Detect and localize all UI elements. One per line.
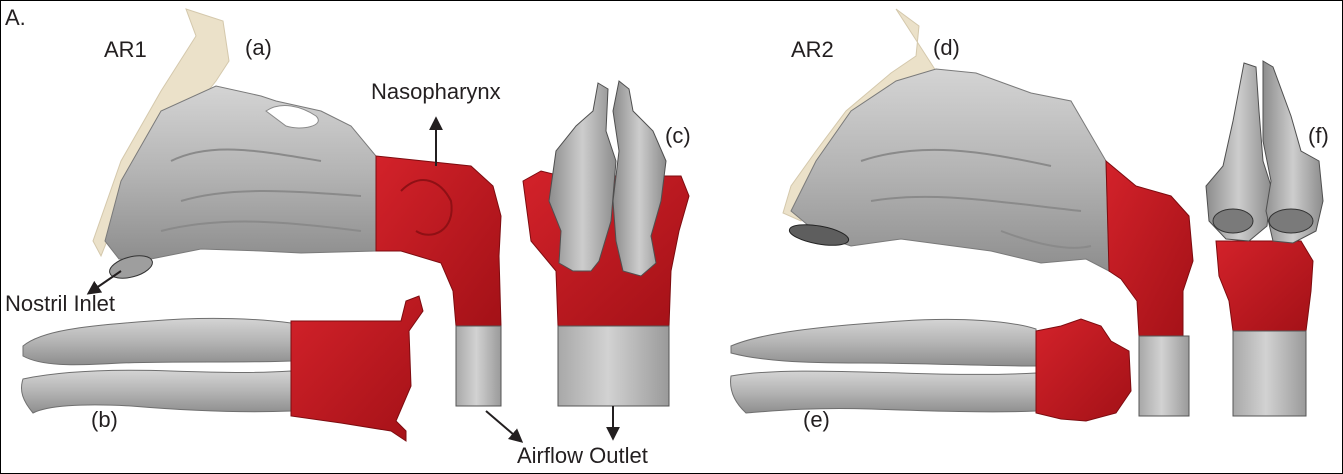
subpanel-label-a: (a) — [245, 37, 272, 59]
group-label-ar1: AR1 — [104, 39, 147, 61]
ar2-frontal-outlet — [1233, 331, 1306, 416]
ar1-axial-nasopharynx — [291, 296, 423, 441]
ar2-axial-upper — [731, 319, 1036, 366]
group-label-ar2: AR2 — [791, 39, 834, 61]
nostril-inlet-arrow — [89, 271, 121, 293]
ar2-outlet-cylinder — [1139, 336, 1189, 416]
ar1-outlet-cylinder — [456, 326, 501, 406]
ar1-nasopharynx — [376, 156, 501, 326]
ar2-frontal-nasopharynx — [1216, 241, 1313, 331]
ar2-nasopharynx — [1106, 161, 1193, 336]
ar1-axial-lower — [21, 370, 291, 413]
subpanel-label-b: (b) — [91, 409, 118, 431]
ar2-axial-lower — [731, 371, 1036, 413]
ar1-frontal-outlet — [558, 326, 669, 406]
subpanel-label-e: (e) — [803, 409, 830, 431]
airflow-outlet-label: Airflow Outlet — [517, 445, 648, 467]
ar2-axial-nasopharynx — [1036, 319, 1131, 421]
ar1-axial-model — [21, 296, 423, 441]
subpanel-label-f: (f) — [1308, 125, 1329, 147]
nasopharynx-label: Nasopharynx — [371, 81, 501, 103]
outlet-arrow-1 — [486, 411, 521, 441]
nostril-inlet-label: Nostril Inlet — [5, 293, 115, 315]
subpanel-label-d: (d) — [933, 37, 960, 59]
ar2-axial-model — [731, 319, 1131, 421]
ar1-nasal-cavity — [105, 86, 376, 259]
ar2-frontal-model — [1206, 61, 1323, 416]
ar1-axial-upper — [23, 318, 291, 364]
subpanel-label-c: (c) — [665, 125, 691, 147]
panel-label: A. — [5, 7, 26, 29]
